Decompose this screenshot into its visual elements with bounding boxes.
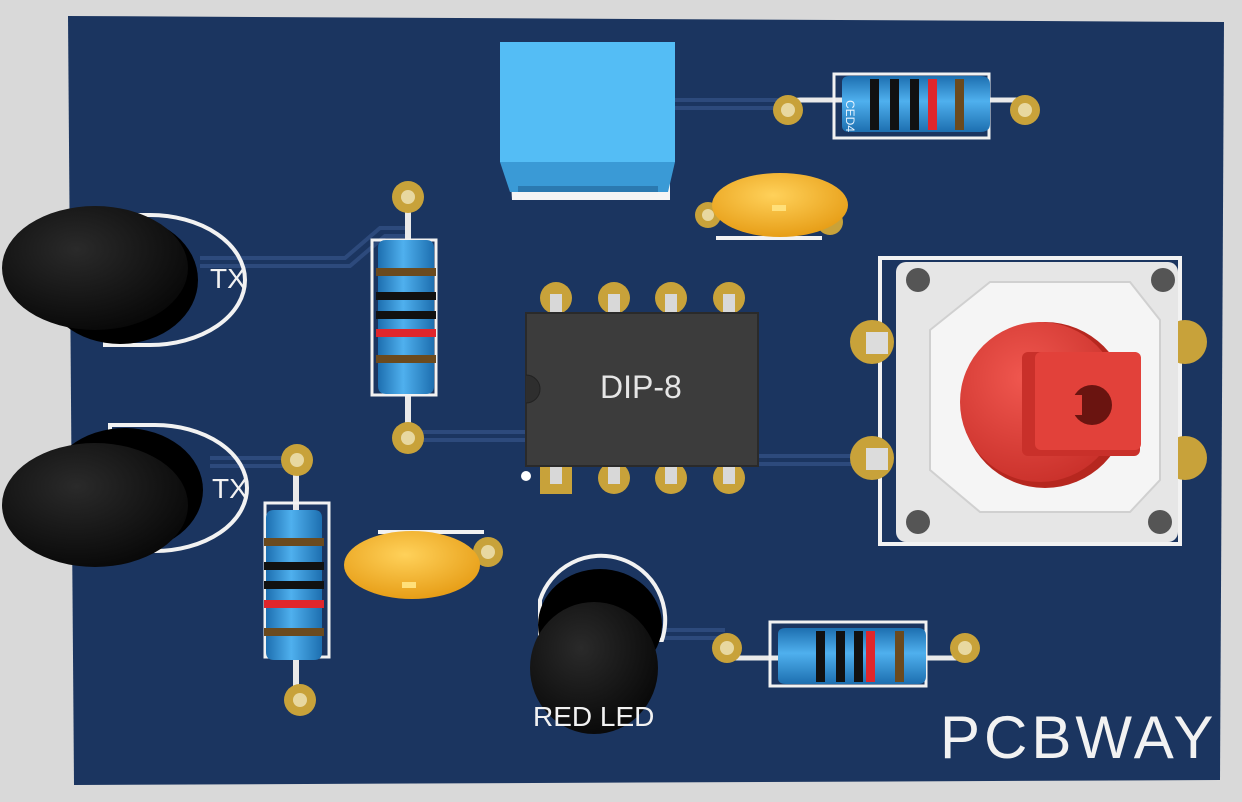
chip-label: DIP-8 [600, 369, 682, 405]
trimmer-potentiometer [850, 256, 1207, 546]
resistor-vertical [370, 181, 438, 454]
ceramic-capacitor-top [695, 173, 848, 240]
resistor-marking: CED4 [843, 100, 857, 132]
film-capacitor [500, 42, 675, 200]
red-led [530, 553, 668, 734]
label-tx-2: TX [212, 473, 248, 504]
resistor-lower-left [263, 444, 331, 716]
brand-label: PCBWAY [940, 704, 1218, 771]
label-tx-1: TX [210, 263, 246, 294]
ir-led-tx-2 [2, 423, 249, 567]
resistor-bottom [712, 620, 980, 688]
resistor-top: CED4 [773, 72, 1040, 140]
label-red-led: RED LED [533, 701, 655, 732]
ic-dip8 [521, 282, 759, 494]
ceramic-capacitor-lower [344, 530, 503, 599]
ir-led-tx-1 [2, 206, 247, 347]
copper-traces [200, 98, 860, 640]
